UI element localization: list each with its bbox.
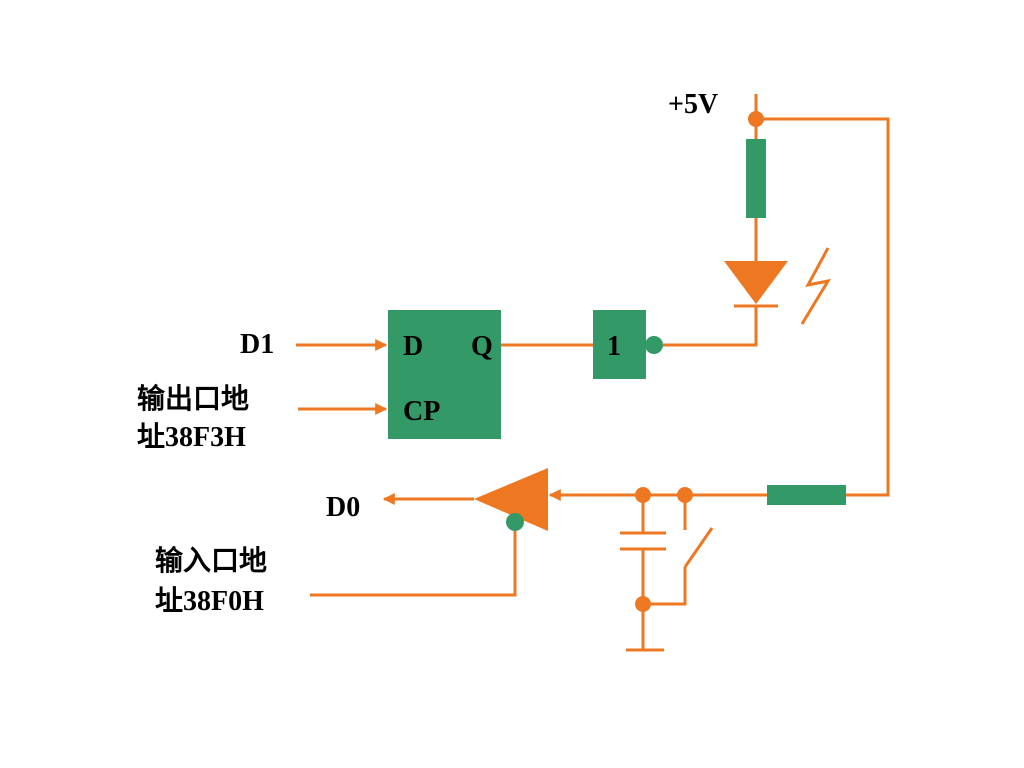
led-resistor <box>746 139 766 218</box>
d1-label: D1 <box>240 329 274 360</box>
buffer-enable-bubble <box>506 513 524 531</box>
inverter-bubble <box>645 336 663 354</box>
output-port-address-line1: 输出口地 <box>137 382 249 415</box>
inverter-label: 1 <box>607 331 621 362</box>
d0-label: D0 <box>326 492 360 523</box>
input-port-address-line2: 址38F0H <box>155 585 264 617</box>
push-switch <box>643 495 714 606</box>
tri-state-buffer <box>474 468 548 531</box>
d-flip-flop: D Q CP <box>388 310 501 439</box>
inverter-gate: 1 <box>593 310 663 379</box>
vcc-label: +5V <box>668 89 718 120</box>
vcc-right-rail-wire <box>756 117 890 497</box>
inverter-to-led-wire <box>663 306 758 347</box>
output-port-address-line2: 址38F3H <box>137 421 246 453</box>
input-port-address-line1: 输入口地 <box>155 544 267 577</box>
capacitor <box>620 495 666 650</box>
flip-flop-d-label: D <box>403 331 423 362</box>
pullup-resistor <box>767 485 846 505</box>
enable-wire <box>310 531 517 597</box>
flip-flop-cp-label: CP <box>403 396 440 427</box>
light-emission-icon <box>800 247 832 325</box>
flip-flop-q-label: Q <box>471 331 493 362</box>
led <box>724 247 832 325</box>
